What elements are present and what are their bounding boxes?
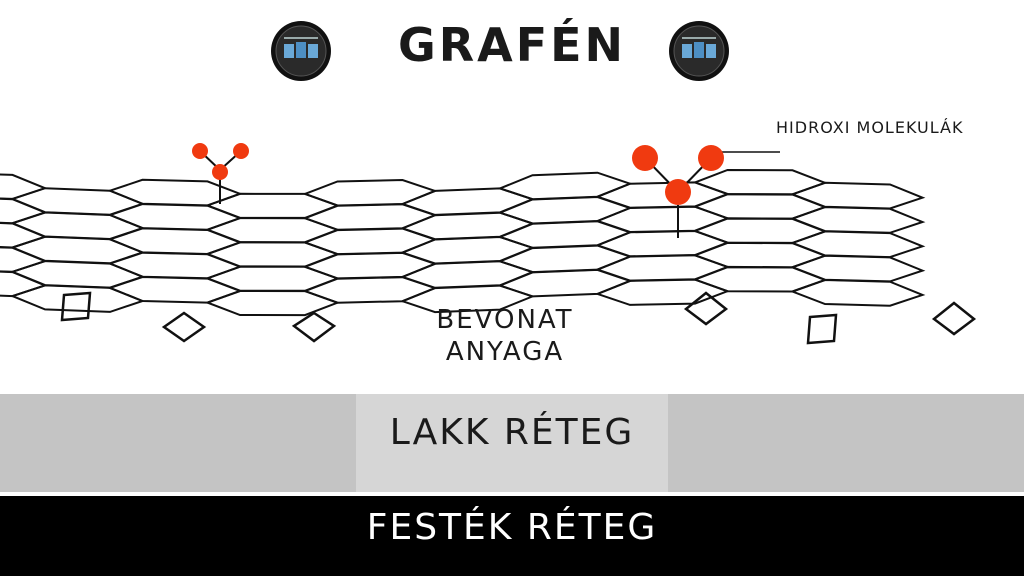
page-title: GRAFÉN — [397, 18, 627, 72]
coating-label-line2: ANYAGA — [445, 337, 565, 367]
graphene-lattice — [0, 168, 926, 317]
lattice-cell — [302, 251, 438, 280]
lattice-cell — [789, 230, 926, 259]
particle — [60, 291, 92, 322]
festek-layer-label: FESTÉK RÉTEG — [366, 507, 658, 548]
lattice-cell — [302, 203, 438, 231]
particle — [291, 311, 337, 343]
brand-logo-left — [271, 21, 331, 81]
lattice-cell — [497, 195, 633, 225]
particle — [683, 291, 729, 326]
lattice-cell — [497, 220, 633, 249]
particle — [806, 313, 838, 345]
hydroxy-molecule-small — [192, 143, 249, 204]
particle — [161, 311, 207, 343]
hydrogen-atom — [632, 145, 658, 171]
lattice-cell — [302, 276, 438, 304]
oxygen-atom — [665, 179, 691, 205]
lakk-layer-label: LAKK RÉTEG — [356, 394, 668, 492]
lattice-cell — [789, 278, 926, 307]
brand-logo-right — [669, 21, 729, 81]
hydroxy-molecule-large — [632, 145, 780, 238]
lattice-cell — [497, 171, 633, 201]
lattice-cell — [302, 178, 438, 207]
coating-label-line1: BEVONAT — [436, 305, 574, 335]
lattice-cell — [789, 206, 926, 234]
festek-layer-band: FESTÉK RÉTEG — [0, 496, 1024, 576]
hydrogen-atom — [698, 145, 724, 171]
oxygen-atom — [212, 164, 228, 180]
hydrogen-atom — [192, 143, 208, 159]
coating-label: BEVONAT ANYAGA — [0, 304, 1010, 368]
lattice-cell — [497, 268, 633, 298]
hydrogen-atom — [233, 143, 249, 159]
particle — [931, 301, 977, 336]
coating-particles — [60, 291, 977, 345]
lattice-cell — [497, 244, 633, 274]
hydroxy-label: HIDROXI MOLEKULÁK — [776, 118, 964, 137]
lattice-cell — [789, 181, 926, 210]
lattice-cell — [302, 227, 438, 256]
lattice-cell — [789, 254, 926, 283]
lakk-layer-band: LAKK RÉTEG — [0, 394, 1024, 492]
